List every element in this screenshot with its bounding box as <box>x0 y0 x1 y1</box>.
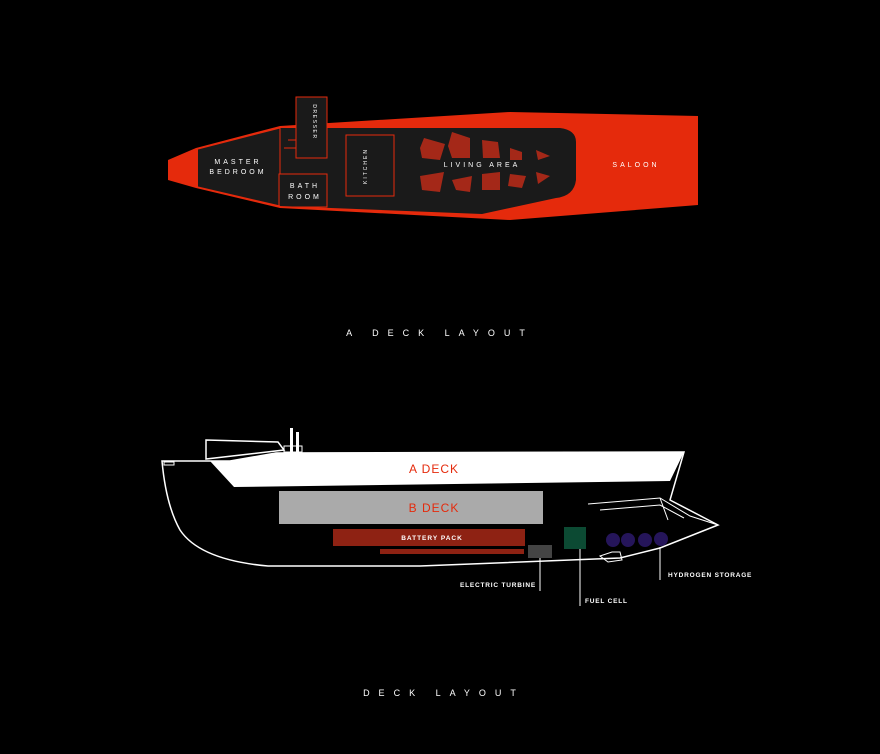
seat <box>448 132 470 158</box>
mast <box>296 432 299 452</box>
hydrogen-tank <box>638 533 652 547</box>
dresser-label: DRESSER <box>311 104 317 139</box>
a-deck-layout-caption: A DECK LAYOUT <box>346 328 534 338</box>
bathroom-label-line2: ROOM <box>288 194 322 201</box>
hydrogen-compartment <box>587 497 719 526</box>
seat <box>482 140 500 158</box>
fuel-cell <box>564 527 586 549</box>
hydrogen-tanks <box>606 532 668 547</box>
living-area-label: LIVING AREA <box>444 162 521 169</box>
stair-lines <box>279 128 296 174</box>
electric-turbine <box>528 545 552 558</box>
mast-base <box>283 445 303 453</box>
seat <box>482 172 500 190</box>
bathroom-label-line1: BATH <box>290 183 320 190</box>
saloon-label: SALOON <box>612 162 659 169</box>
battery-pack-label: BATTERY PACK <box>401 535 463 542</box>
battery-lower <box>380 549 524 554</box>
seat <box>420 172 444 192</box>
hull-porthole <box>163 461 175 466</box>
battery-pack <box>333 529 525 546</box>
b-deck-label: B DECK <box>409 501 460 515</box>
b-deck-band <box>279 491 543 524</box>
fuel-cell-label: FUEL CELL <box>585 598 628 605</box>
seat <box>510 148 522 160</box>
electric-turbine-label: ELECTRIC TURBINE <box>460 582 536 589</box>
seat <box>536 172 550 184</box>
dresser-room <box>295 96 328 159</box>
plan-inner-outline <box>197 127 281 207</box>
deck-section: A DECK B DECK BATTERY PACK ELECTRIC TURB… <box>161 428 752 698</box>
a-deck-plan: MASTER BEDROOM DRESSER BATH ROOM KITCHEN… <box>168 96 698 338</box>
seat <box>508 174 526 188</box>
master-bedroom-label-line1: MASTER <box>214 159 261 166</box>
bathroom-room <box>278 173 328 208</box>
propeller-shaft <box>598 551 623 563</box>
a-deck-band <box>210 452 684 487</box>
living-area-seating <box>420 132 550 192</box>
mast <box>290 428 293 452</box>
hydrogen-storage-label: HYDROGEN STORAGE <box>668 572 752 579</box>
seat <box>452 176 472 192</box>
seat <box>536 150 550 160</box>
a-deck-label: A DECK <box>409 462 459 476</box>
deck-layout-caption: DECK LAYOUT <box>363 688 525 698</box>
kitchen-label: KITCHEN <box>363 148 369 184</box>
kitchen-room <box>345 134 395 197</box>
hydrogen-tank <box>654 532 668 546</box>
plan-interior <box>198 128 576 214</box>
hydrogen-tank <box>606 533 620 547</box>
master-bedroom-label-line2: BEDROOM <box>209 169 266 176</box>
hydrogen-tank <box>621 533 635 547</box>
seat <box>420 138 445 160</box>
